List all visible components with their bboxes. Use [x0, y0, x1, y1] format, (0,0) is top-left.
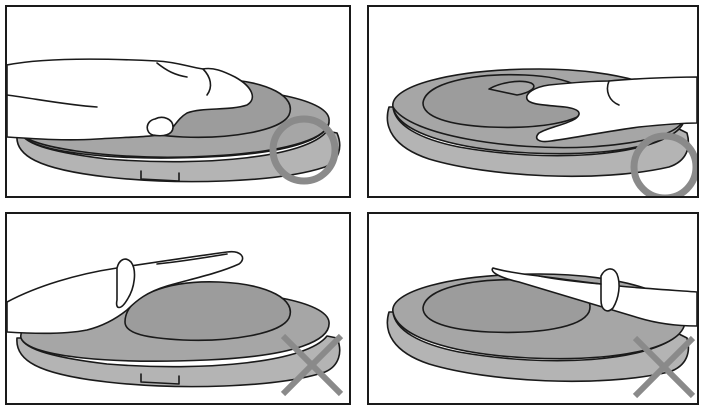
illustration-incorrect-grip-right: [369, 214, 697, 403]
panel-correct-grip-right: [367, 5, 699, 198]
panel-correct-grip-left: [5, 5, 351, 198]
illustration-incorrect-grip-left: [7, 214, 349, 403]
panel-incorrect-grip-right: [367, 212, 699, 405]
panel-incorrect-grip-left: [5, 212, 351, 405]
illustration-correct-grip-left: [7, 7, 349, 196]
illustration-correct-grip-right: [369, 7, 697, 196]
